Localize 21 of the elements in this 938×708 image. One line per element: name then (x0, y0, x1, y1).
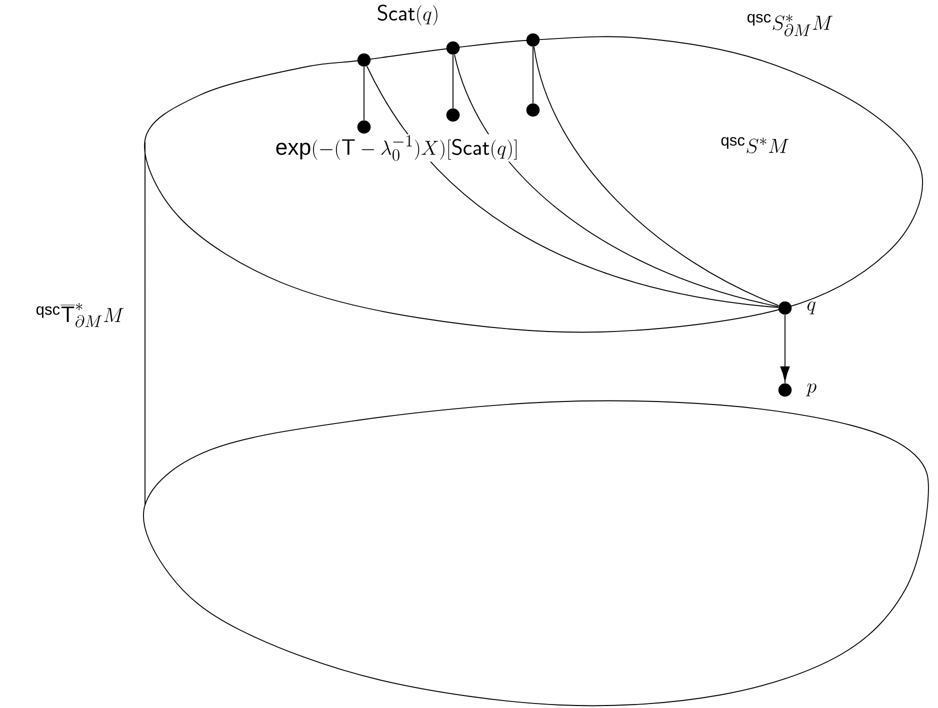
dot (357, 53, 371, 67)
math-label: ${}^{\mathrm{qsc}}\overline{\mathsf{T}}^*_{\partial M}M$ (34, 302, 126, 328)
curve (454, 54, 779, 308)
math-label: ${}^{\mathrm{qsc}}S^*M$ (720, 136, 790, 154)
dot (526, 33, 540, 47)
dot (357, 120, 371, 134)
point-label: $q$ (807, 301, 816, 314)
dot (778, 383, 792, 397)
dot (778, 301, 792, 315)
math-label: $\mathsf{Scat}(q)$ (376, 3, 440, 27)
line (532, 46, 534, 104)
dot (446, 108, 460, 122)
curve (534, 46, 780, 306)
dot (446, 41, 460, 55)
line (452, 54, 454, 109)
curve (366, 66, 779, 308)
arrow (780, 314, 790, 384)
math-label: ${}^{\mathrm{qsc}}S^*_{\partial M}M$ (746, 12, 834, 38)
point-label: $p$ (806, 383, 816, 396)
math-label: $\exp(-(\mathsf{T}-\lambda_0^{-1})X)[\mathsf{Scat}(q)]$ (274, 134, 520, 162)
dot (526, 103, 540, 117)
